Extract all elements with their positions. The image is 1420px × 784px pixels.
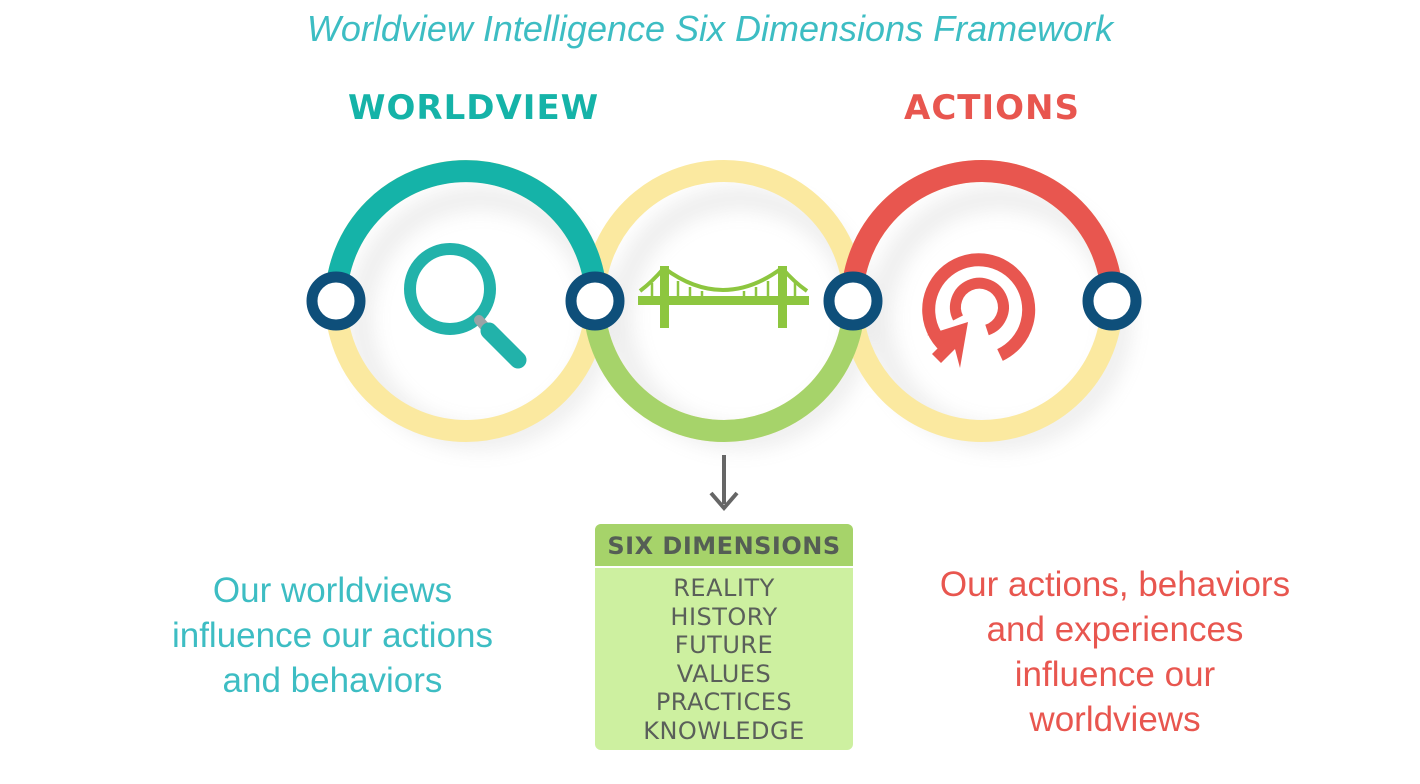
six-dimensions-box: SIX DIMENSIONS REALITY HISTORY FUTURE VA… [595, 524, 853, 750]
magnifier-icon [404, 243, 527, 369]
dimension-item: REALITY [673, 574, 775, 602]
worldview-caption: Our worldviews influence our actions and… [140, 568, 525, 703]
down-arrow-icon [709, 455, 739, 512]
dimension-item: FUTURE [674, 631, 774, 659]
caption-line: and behaviors [222, 661, 443, 700]
actions-heading: ACTIONS [904, 88, 1080, 128]
caption-line: Our actions, behaviors [939, 565, 1291, 604]
actions-caption: Our actions, behaviors and experiences i… [900, 562, 1330, 742]
six-dimensions-list: REALITY HISTORY FUTURE VALUES PRACTICES … [595, 568, 853, 745]
caption-line: Our worldviews [212, 571, 453, 610]
six-dimensions-header: SIX DIMENSIONS [595, 524, 853, 568]
caption-line: influence our actions [171, 616, 494, 655]
worldview-heading: WORLDVIEW [348, 88, 600, 128]
caption-line: and experiences [986, 610, 1244, 649]
caption-line: influence our [1014, 655, 1216, 694]
dimension-item: HISTORY [670, 602, 778, 631]
worldview-arc [325, 160, 607, 302]
dimension-item: KNOWLEDGE [643, 716, 805, 745]
ring-nodes [306, 271, 1142, 331]
bridge-icon [638, 266, 809, 328]
target-cursor-icon [922, 253, 1036, 368]
dimension-item: PRACTICES [655, 688, 793, 716]
dimension-item: VALUES [676, 659, 772, 688]
caption-line: worldviews [1029, 700, 1201, 739]
diagram-title: Worldview Intelligence Six Dimensions Fr… [306, 8, 1114, 49]
actions-arc [841, 160, 1123, 302]
dimensions-arc [583, 300, 865, 442]
